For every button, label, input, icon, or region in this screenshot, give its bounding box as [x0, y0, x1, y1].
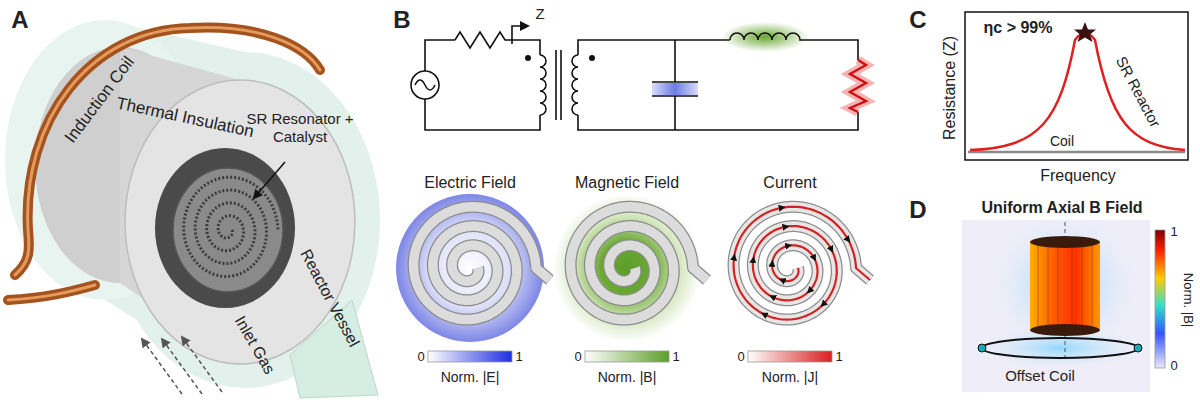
resistor-symbol — [455, 32, 540, 55]
colorbar-tick: 0 — [737, 349, 744, 365]
current-arrows — [734, 208, 856, 315]
capacitor-field — [652, 83, 698, 95]
wire — [578, 40, 730, 55]
part-label: Thermal Insulation — [114, 93, 255, 142]
impedance-label: Z — [535, 5, 544, 23]
polarity-dot — [589, 55, 595, 61]
coil-terminal — [978, 344, 986, 352]
peak-star — [1074, 22, 1096, 42]
sine-symbol — [415, 80, 435, 90]
gas-flow-arrow — [142, 339, 182, 394]
spiral-resonator — [571, 207, 707, 320]
gas-flow-arrow — [162, 339, 202, 394]
axis-label: Frequency — [1040, 166, 1116, 185]
panel-letter: D — [909, 196, 926, 225]
insulation-bore — [155, 148, 295, 308]
colorbar-tick: 0 — [417, 349, 424, 365]
plot-frame — [965, 12, 1188, 160]
circuit-schematic — [411, 22, 866, 130]
panel-heading: Magnetic Field — [575, 173, 679, 192]
panel-heading: Current — [763, 173, 816, 192]
panel-heading: Electric Field — [424, 173, 516, 192]
panel-letter: B — [393, 6, 410, 35]
induction-coil-highlight — [15, 28, 320, 275]
primary-coil — [540, 55, 546, 115]
colorbar — [428, 351, 512, 362]
spiral-outline — [571, 207, 707, 320]
field-lines — [1038, 244, 1092, 328]
spiral-outline — [414, 207, 550, 320]
coil-curve — [968, 151, 1185, 154]
colorbar-label: Norm. |B| — [598, 369, 657, 386]
colorbar-tick: 1 — [515, 349, 522, 365]
inductor-symbol — [730, 33, 858, 60]
capacitor-symbol — [652, 82, 698, 96]
resonator-disk — [173, 168, 283, 292]
colorbar — [748, 351, 832, 362]
colorbar-label: Norm. |J| — [762, 369, 818, 386]
induction-coil-lead — [8, 285, 95, 300]
curve-label: Coil — [1050, 133, 1074, 150]
colorbar-label: Norm. |E| — [441, 369, 500, 386]
transformer-core — [556, 50, 561, 120]
induction-coil-lead-highlight — [8, 285, 95, 300]
colorbar-tick: 1 — [672, 349, 679, 365]
field-simulation — [962, 207, 1165, 392]
panel-heading: Uniform Axial B Field — [981, 198, 1142, 217]
colorbar-label: Norm. |B| — [1180, 273, 1196, 327]
colorbar — [1155, 230, 1165, 368]
wire — [425, 99, 540, 130]
colorbar-tick: 1 — [835, 349, 842, 365]
wire — [578, 112, 858, 130]
part-label: SR Resonator + Catalyst — [245, 110, 355, 146]
impedance-arrow — [512, 26, 528, 44]
panel-letter: C — [909, 6, 926, 35]
gas-flow-arrow — [182, 337, 222, 392]
electric-field-map — [396, 194, 550, 342]
efficiency-label: ηc > 99% — [984, 18, 1053, 37]
magnetic-field-map — [553, 194, 707, 342]
reactor-curve — [970, 33, 1185, 150]
cylinder-bottom — [1030, 324, 1100, 336]
inductor-glow — [721, 22, 809, 52]
resistance-plot — [965, 12, 1188, 160]
induction-coil — [15, 28, 320, 275]
colorbar — [585, 351, 669, 362]
secondary-coil — [572, 55, 578, 115]
part-label: Reactor Vessel — [296, 246, 363, 350]
coil-sleeve-front — [110, 52, 380, 388]
part-label: Inlet Gas — [231, 312, 280, 377]
spiral-resonator — [414, 207, 550, 320]
colorbars — [428, 351, 832, 362]
wire — [425, 40, 455, 71]
resonator-cylinder — [1030, 242, 1100, 330]
offset-coil — [982, 338, 1138, 358]
resonator-spiral — [184, 177, 278, 276]
curve-label: SR Reactor — [1112, 54, 1164, 131]
spiral-resonator — [734, 207, 870, 320]
colorbar-tick: 0 — [1170, 358, 1177, 374]
colorbar-tick: 0 — [574, 349, 581, 365]
leader-arrow — [254, 162, 285, 198]
load-resistor — [850, 60, 866, 112]
current-map — [734, 207, 870, 320]
part-label: Offset Coil — [1005, 367, 1075, 385]
colorbar-tick: 1 — [1170, 224, 1177, 240]
spiral-outline — [734, 207, 870, 320]
resistor-glow — [850, 60, 866, 112]
polarity-dot — [525, 55, 531, 61]
cylinder-top — [1030, 236, 1100, 248]
ac-source — [411, 71, 439, 99]
current-path — [734, 207, 870, 320]
axis-label: Resistance (Z) — [940, 36, 959, 140]
panel-letter: A — [11, 6, 28, 35]
reactor-illustration — [5, 20, 380, 398]
coil-terminal — [1134, 344, 1142, 352]
